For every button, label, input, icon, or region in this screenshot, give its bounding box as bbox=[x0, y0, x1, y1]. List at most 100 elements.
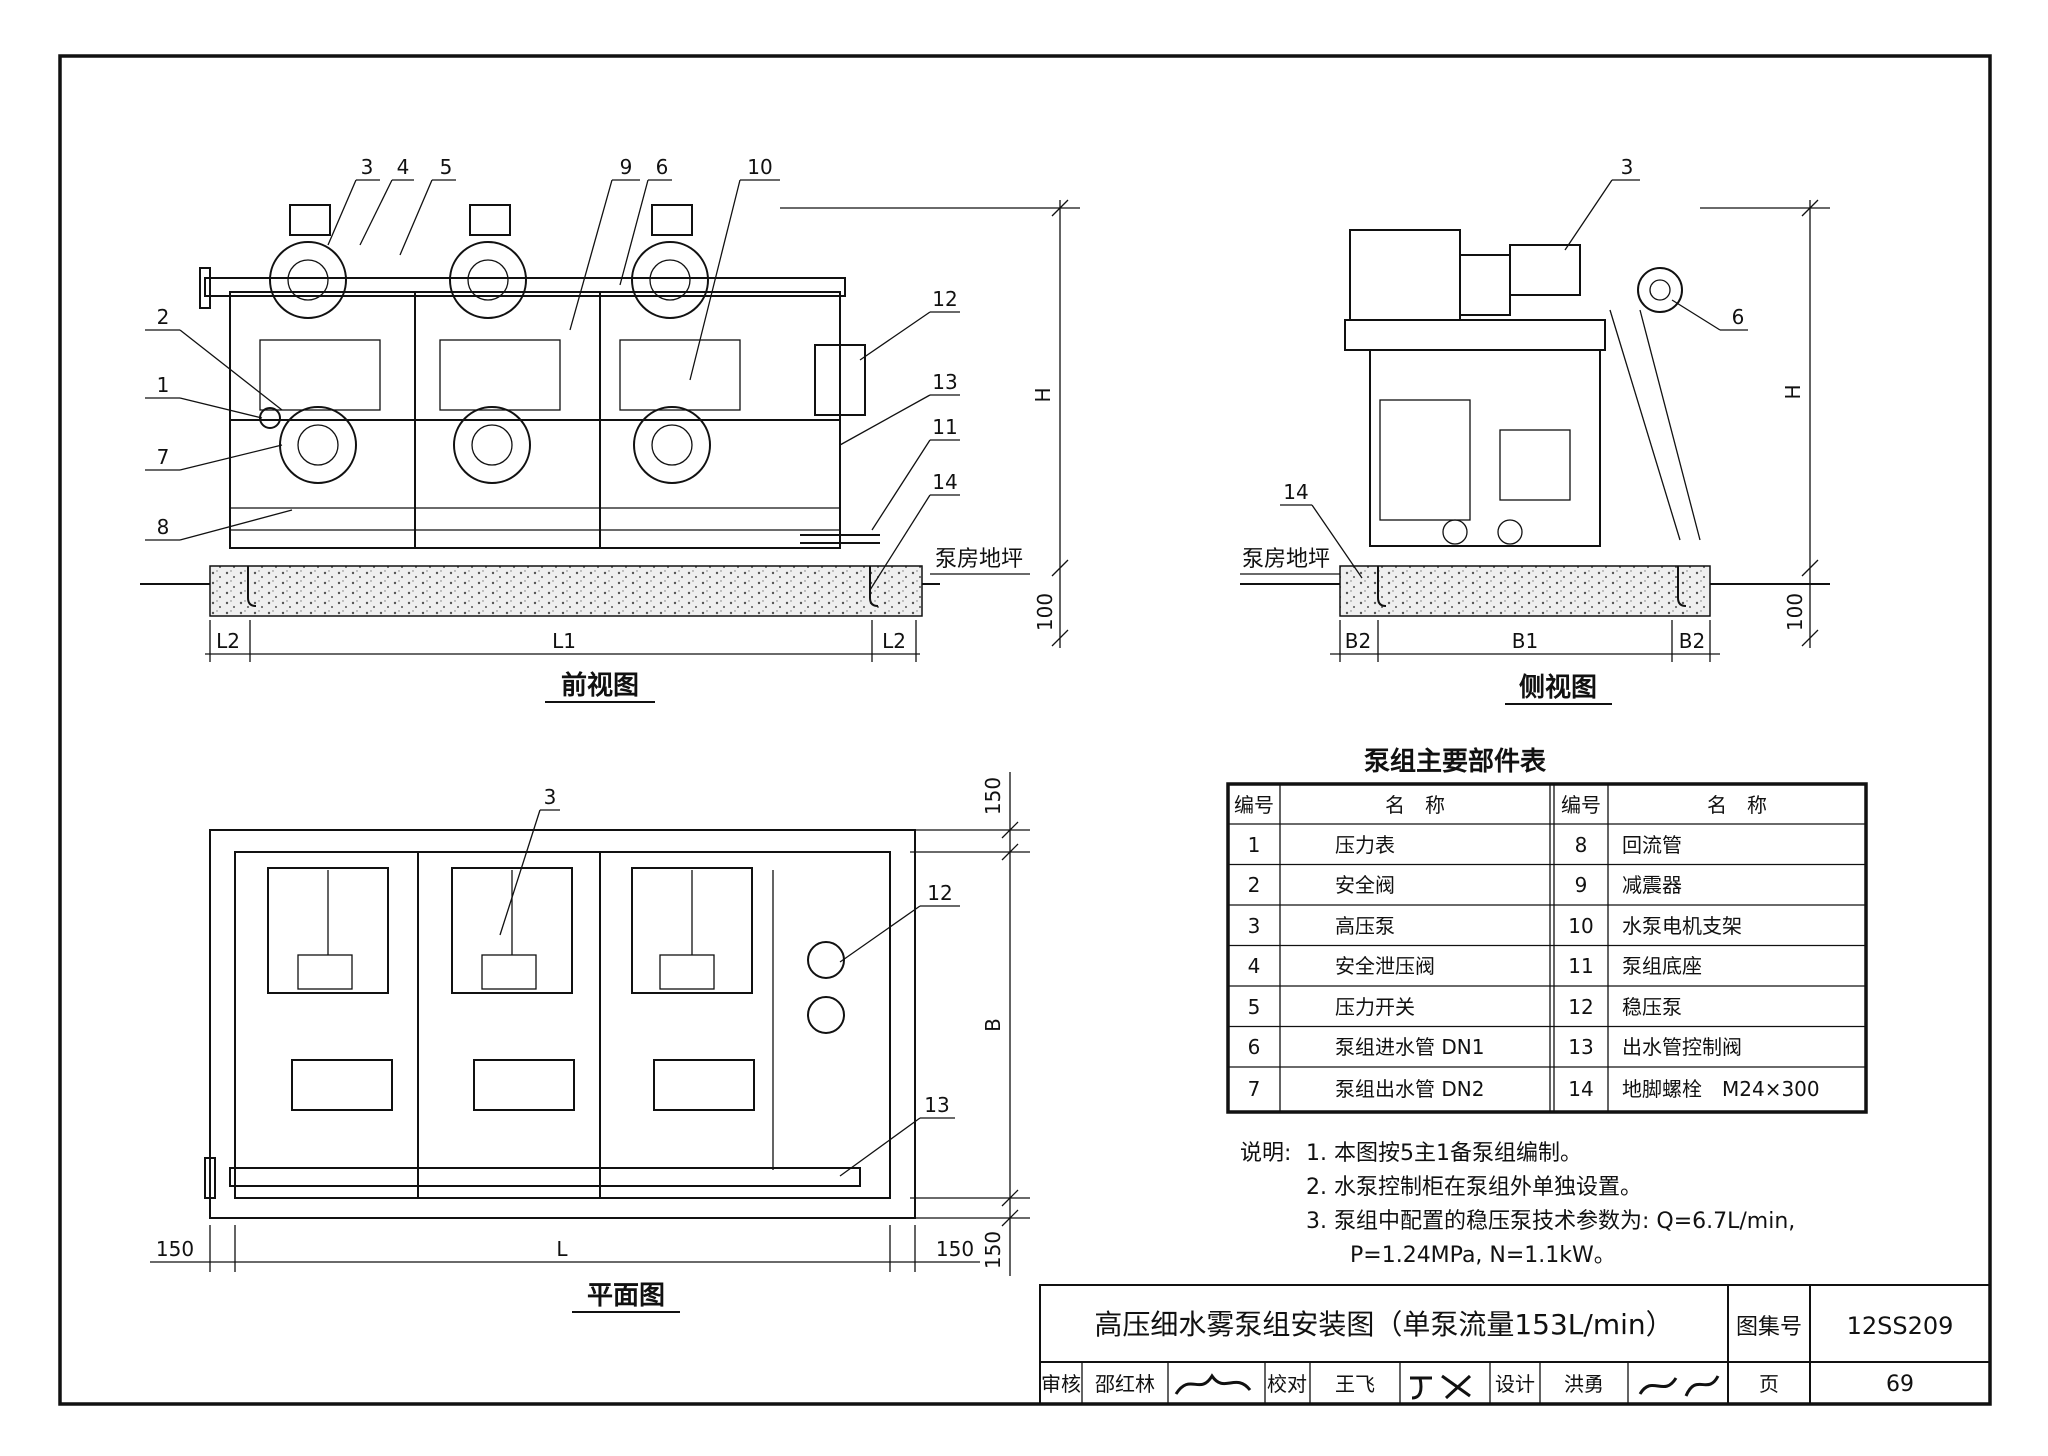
table-cell: 减震器 bbox=[1622, 873, 1682, 897]
table-cell: 11 bbox=[1568, 954, 1593, 978]
front-floor-label: 泵房地坪 bbox=[935, 547, 1023, 572]
design-label: 设计 bbox=[1495, 1372, 1535, 1396]
note-item: 3. 泵组中配置的稳压泵技术参数为: Q=6.7L/min, bbox=[1306, 1209, 1795, 1234]
plan-dimensions bbox=[150, 772, 1030, 1276]
table-header-name-2: 名 称 bbox=[1707, 793, 1767, 817]
front-callout-6: 6 bbox=[656, 155, 669, 179]
table-row: 1 压力表 8 回流管 bbox=[1248, 833, 1682, 857]
front-callout-1: 1 bbox=[157, 373, 170, 397]
table-cell: 9 bbox=[1575, 873, 1588, 897]
front-callout-12: 12 bbox=[932, 287, 957, 311]
front-foundation bbox=[209, 565, 923, 617]
table-cell: 压力开关 bbox=[1335, 995, 1415, 1019]
plan-callout-leaders bbox=[499, 809, 960, 1177]
plan-dim-150-top: 150 bbox=[981, 777, 1005, 815]
front-callout-9: 9 bbox=[620, 155, 633, 179]
front-callout-8: 8 bbox=[157, 515, 170, 539]
plan-view: 3 12 13 150 B 150 150 L 150 平面图 bbox=[150, 772, 1030, 1313]
table-cell: 5 bbox=[1248, 995, 1261, 1019]
side-view-title: 侧视图 bbox=[1519, 673, 1597, 703]
front-stabilizer-pump bbox=[814, 344, 866, 416]
front-callout-2: 2 bbox=[157, 305, 170, 329]
plan-callout-13: 13 bbox=[924, 1093, 949, 1117]
front-dim-L1: L1 bbox=[552, 629, 576, 653]
checker-name: 王飞 bbox=[1335, 1372, 1375, 1396]
notes: 说明: 1. 本图按5主1备泵组编制。 2. 水泵控制柜在泵组外单独设置。 3.… bbox=[1240, 1141, 1795, 1268]
side-frame bbox=[1369, 349, 1601, 547]
front-pump-units bbox=[259, 204, 741, 484]
note-item: 2. 水泵控制柜在泵组外单独设置。 bbox=[1306, 1175, 1642, 1200]
table-cell: 稳压泵 bbox=[1622, 995, 1682, 1019]
table-cell: 回流管 bbox=[1622, 833, 1682, 857]
plan-callout-12: 12 bbox=[927, 881, 952, 905]
table-cell: 安全泄压阀 bbox=[1335, 954, 1435, 978]
front-callout-7: 7 bbox=[157, 445, 170, 469]
table-row: 5 压力开关 12 稳压泵 bbox=[1248, 995, 1682, 1019]
side-dimensions bbox=[1330, 199, 1830, 662]
table-cell: 泵组进水管 DN1 bbox=[1335, 1035, 1484, 1059]
plan-stabilizer-pump-2 bbox=[807, 996, 845, 1034]
page-label: 页 bbox=[1759, 1372, 1779, 1396]
table-cell: 泵组出水管 DN2 bbox=[1335, 1077, 1484, 1101]
note-item: 1. 本图按5主1备泵组编制。 bbox=[1306, 1141, 1582, 1166]
table-row: 4 安全泄压阀 11 泵组底座 bbox=[1248, 954, 1702, 978]
reviewer-name: 邵红林 bbox=[1095, 1372, 1155, 1396]
reviewer-signature bbox=[1174, 1373, 1252, 1395]
front-callout-10: 10 bbox=[747, 155, 772, 179]
side-callout-6: 6 bbox=[1732, 305, 1745, 329]
side-callout-14: 14 bbox=[1283, 480, 1308, 504]
table-cell: 地脚螺栓 M24×300 bbox=[1622, 1077, 1820, 1101]
side-dim-B2-right: B2 bbox=[1679, 629, 1705, 653]
table-cell: 出水管控制阀 bbox=[1622, 1035, 1742, 1059]
table-cell: 10 bbox=[1568, 914, 1593, 938]
front-dimensions bbox=[205, 199, 1080, 662]
table-cell: 6 bbox=[1248, 1035, 1261, 1059]
side-dim-B1: B1 bbox=[1512, 629, 1538, 653]
front-view-title: 前视图 bbox=[561, 670, 639, 701]
designer-name: 洪勇 bbox=[1564, 1372, 1604, 1396]
table-cell: 13 bbox=[1568, 1035, 1593, 1059]
plan-pumps bbox=[291, 1059, 755, 1111]
table-cell: 1 bbox=[1248, 833, 1261, 857]
side-dim-B2-left: B2 bbox=[1345, 629, 1371, 653]
side-foundation bbox=[1339, 565, 1711, 617]
note-item: P=1.24MPa, N=1.1kW。 bbox=[1350, 1243, 1616, 1268]
side-callout-leaders bbox=[1280, 179, 1748, 579]
plan-dim-L: L bbox=[556, 1237, 568, 1261]
drawing-title: 高压细水雾泵组安装图（单泵流量153L/min） bbox=[1094, 1308, 1673, 1341]
table-row: 2 安全阀 9 减震器 bbox=[1248, 873, 1682, 897]
front-dim-L2-left: L2 bbox=[216, 629, 240, 653]
side-motor-base bbox=[1344, 319, 1606, 351]
front-dim-100: 100 bbox=[1033, 593, 1057, 631]
side-callout-3: 3 bbox=[1621, 155, 1634, 179]
front-callout-14: 14 bbox=[932, 470, 957, 494]
plan-motors bbox=[267, 867, 753, 994]
atlas-label: 图集号 bbox=[1736, 1315, 1802, 1340]
notes-label: 说明: bbox=[1240, 1141, 1291, 1166]
front-callout-5: 5 bbox=[440, 155, 453, 179]
plan-view-title: 平面图 bbox=[587, 1281, 665, 1311]
table-header-no-2: 编号 bbox=[1561, 793, 1601, 817]
front-dim-H: H bbox=[1031, 387, 1055, 402]
side-floor-label: 泵房地坪 bbox=[1242, 547, 1330, 572]
front-callout-leaders bbox=[145, 179, 960, 591]
plan-frame bbox=[234, 851, 891, 1199]
table-cell: 12 bbox=[1568, 995, 1593, 1019]
plan-dim-150-bottom: 150 bbox=[981, 1231, 1005, 1269]
table-header-no-1: 编号 bbox=[1234, 793, 1274, 817]
plan-dim-150-left: 150 bbox=[156, 1237, 194, 1261]
side-dim-H: H bbox=[1781, 384, 1805, 399]
title-block: 高压细水雾泵组安装图（单泵流量153L/min） 图集号 12SS209 审核 … bbox=[1039, 1284, 1991, 1405]
table-cell: 泵组底座 bbox=[1622, 954, 1702, 978]
plan-dim-150-right: 150 bbox=[936, 1237, 974, 1261]
table-cell: 8 bbox=[1575, 833, 1588, 857]
front-view: 3 4 5 9 6 10 12 2 1 13 11 7 14 8 泵房地坪 H bbox=[140, 155, 1080, 703]
table-cell: 14 bbox=[1568, 1077, 1593, 1101]
front-dim-L2-right: L2 bbox=[882, 629, 906, 653]
plan-stabilizer-pump-1 bbox=[807, 941, 845, 979]
parts-table-title: 泵组主要部件表 bbox=[1364, 746, 1547, 777]
front-callout-4: 4 bbox=[397, 155, 410, 179]
table-row: 7 泵组出水管 DN2 14 地脚螺栓 M24×300 bbox=[1248, 1077, 1820, 1101]
side-dim-100: 100 bbox=[1783, 593, 1807, 631]
page-number: 69 bbox=[1886, 1372, 1914, 1397]
